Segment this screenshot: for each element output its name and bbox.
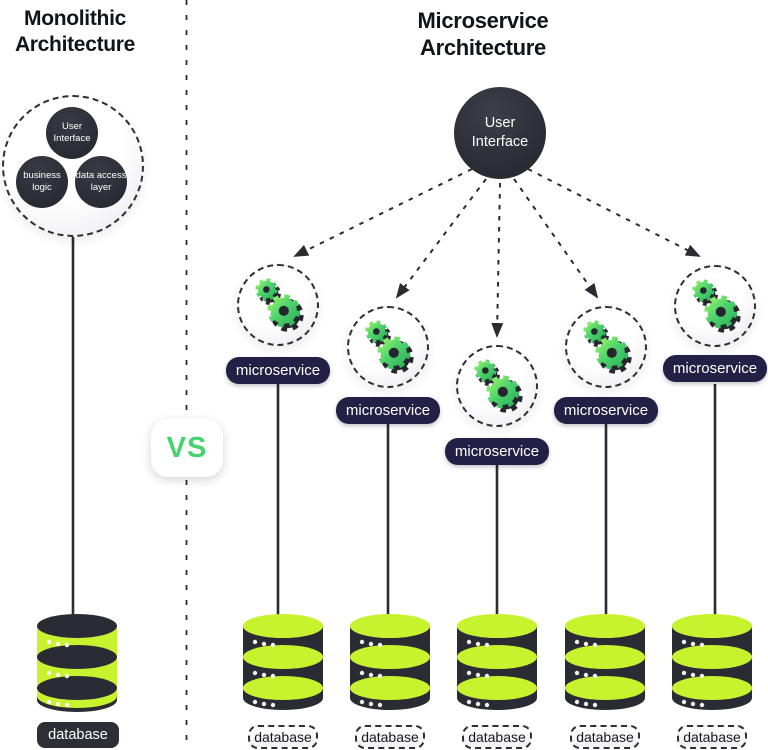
service-database-icon-3 xyxy=(456,612,538,712)
microservice-label-3: microservice xyxy=(445,438,549,465)
component-label: User Interface xyxy=(53,121,91,144)
user-interface-label: User Interface xyxy=(471,115,529,150)
monolith-component-data-access-layer: data access layer xyxy=(75,156,127,208)
microservice-circle-5 xyxy=(674,265,756,347)
user-interface-circle: User Interface xyxy=(454,87,546,179)
gears-icon xyxy=(247,274,309,336)
gears-icon xyxy=(684,275,746,337)
gears-icon xyxy=(357,316,419,378)
microservice-label-5: microservice xyxy=(663,355,767,382)
database-label-text: database xyxy=(683,729,741,745)
service-database-label-4: database xyxy=(570,725,640,749)
database-label-text: database xyxy=(576,729,634,745)
monolithic-title: Monolithic Architecture xyxy=(14,7,136,56)
microservice-label-text: microservice xyxy=(235,362,321,379)
microservice-title: Microservice Architecture xyxy=(417,8,549,60)
microservice-label-text: microservice xyxy=(672,360,758,377)
vs-badge: VS xyxy=(151,419,223,477)
database-label-text: database xyxy=(254,729,312,745)
service-database-icon-4 xyxy=(564,612,646,712)
service-database-label-2: database xyxy=(355,725,425,749)
gears-icon xyxy=(466,355,528,417)
microservice-label-4: microservice xyxy=(554,397,658,424)
database-label-text: database xyxy=(361,729,419,745)
microservice-circle-3 xyxy=(456,345,538,427)
gears-icon xyxy=(575,316,637,378)
service-database-icon-5 xyxy=(671,612,753,712)
monolith-database-icon xyxy=(36,612,118,712)
microservice-label-text: microservice xyxy=(454,443,540,460)
database-label-text: database xyxy=(48,727,108,743)
microservice-circle-1 xyxy=(237,264,319,346)
component-label: data access layer xyxy=(75,170,127,193)
monolith-database-label: database xyxy=(37,722,119,748)
component-label: business logic xyxy=(23,170,61,193)
microservice-label-1: microservice xyxy=(226,357,330,384)
monolith-component-business-logic: business logic xyxy=(16,156,68,208)
microservice-circle-2 xyxy=(347,306,429,388)
service-database-label-3: database xyxy=(462,725,532,749)
database-label-text: database xyxy=(468,729,526,745)
microservice-label-text: microservice xyxy=(563,402,649,419)
service-database-icon-2 xyxy=(349,612,431,712)
microservice-label-2: microservice xyxy=(336,397,440,424)
monolith-component-user-interface: User Interface xyxy=(46,107,98,159)
vs-label-text: VS xyxy=(166,431,208,464)
microservice-circle-4 xyxy=(565,306,647,388)
microservice-label-text: microservice xyxy=(345,402,431,419)
service-database-label-1: database xyxy=(248,725,318,749)
service-database-label-5: database xyxy=(677,725,747,749)
service-database-icon-1 xyxy=(242,612,324,712)
